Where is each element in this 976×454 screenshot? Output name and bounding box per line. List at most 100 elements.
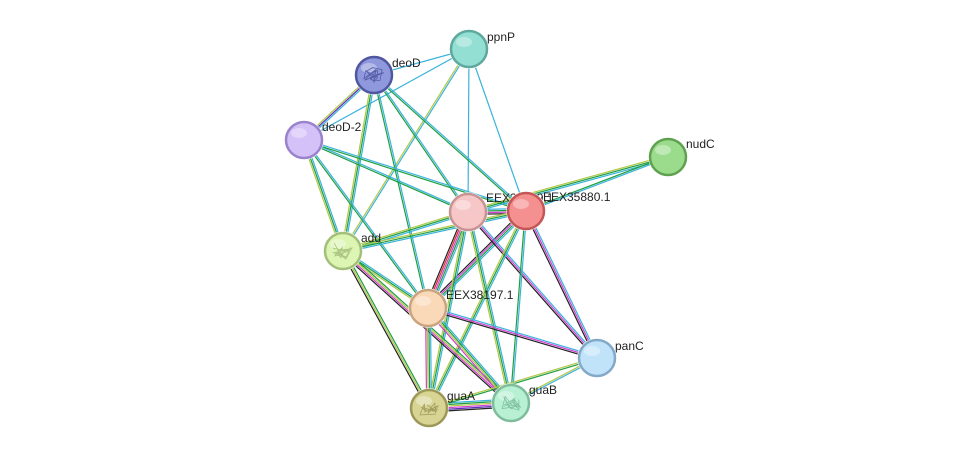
node-label: deoD-2: [322, 120, 362, 134]
edge-nudc-eex37769-1: [467, 154, 669, 215]
edge-eex35880-1-panc: [524, 210, 599, 359]
edge-eex37769-1-guab: [465, 211, 514, 404]
node-highlight: [415, 296, 431, 306]
protein-structure-icon: [363, 67, 385, 84]
edge-add-guaa: [341, 249, 431, 410]
edge-evidence-line: [303, 140, 468, 214]
edge-evidence-line: [428, 210, 527, 409]
edge-evidence-line: [468, 157, 669, 215]
edge-evidence-line: [428, 305, 598, 358]
edge-evidence-line: [426, 308, 511, 404]
edge-evidence-line: [466, 212, 597, 360]
edge-evidence-line: [526, 157, 669, 213]
edge-evidence-line: [374, 74, 430, 308]
node-deod-2[interactable]: deoD-2: [284, 120, 362, 160]
node-guaa[interactable]: guaA: [409, 388, 475, 428]
node-highlight: [416, 396, 432, 406]
protein-structure-path: [501, 395, 522, 411]
edge-evidence-line: [467, 156, 669, 213]
edge-evidence-line: [429, 212, 471, 409]
edge-nudc-eex35880-1: [525, 155, 669, 213]
node-highlight: [498, 391, 514, 401]
node-label: panC: [615, 339, 644, 353]
edge-evidence-line: [343, 211, 527, 254]
node-panc[interactable]: panC: [577, 338, 644, 378]
node-highlight: [584, 346, 600, 356]
edge-evidence-line: [342, 210, 527, 252]
edge-evidence-line: [468, 211, 514, 403]
edge-evidence-line: [428, 211, 469, 409]
node-circle[interactable]: [648, 137, 688, 177]
node-highlight: [330, 239, 346, 249]
edge-evidence-line: [373, 75, 526, 213]
node-eex38197-1[interactable]: EEX38197.1: [408, 288, 514, 328]
node-circle[interactable]: [449, 29, 489, 69]
node-label: ppnP: [487, 30, 515, 44]
edge-evidence-line: [467, 211, 598, 359]
node-highlight: [291, 128, 307, 138]
edge-ppnp-eex35880-1: [468, 48, 527, 212]
edge-evidence-line: [341, 251, 429, 410]
edge-evidence-line: [468, 210, 599, 358]
node-circle[interactable]: [448, 192, 488, 232]
node-highlight: [455, 200, 471, 210]
node-circle[interactable]: [506, 191, 546, 231]
node-label: deoD: [392, 56, 421, 70]
nodes-layer: ppnPdeoDdeoD-2nudCEEX37769.1EEX35880.1ad…: [284, 29, 715, 428]
node-label: nudC: [686, 137, 715, 151]
edge-evidence-line: [427, 307, 598, 359]
edge-eex35880-1-guaa: [427, 210, 528, 409]
node-add[interactable]: add: [323, 231, 381, 271]
edge-evidence-line: [465, 212, 511, 404]
protein-structure-icon: [331, 242, 353, 260]
edge-evidence-line: [525, 155, 668, 211]
protein-structure-path: [363, 67, 385, 84]
edge-deod-eex38197-1: [372, 74, 430, 309]
protein-structure-icon: [501, 395, 522, 411]
edge-evidence-line: [343, 249, 431, 408]
edge-evidence-line: [429, 211, 528, 409]
node-circle[interactable]: [577, 338, 617, 378]
node-highlight: [456, 37, 472, 47]
node-circle[interactable]: [409, 388, 449, 428]
edge-evidence-line: [302, 140, 428, 309]
node-guab[interactable]: guaB: [491, 383, 557, 423]
protein-structure-path: [419, 402, 439, 416]
edge-evidence-line: [372, 75, 428, 309]
edge-evidence-line: [429, 306, 514, 402]
edge-evidence-line: [509, 210, 526, 403]
edge-evidence-line: [342, 209, 468, 251]
edge-deod-2-eex35880-1: [303, 138, 527, 213]
edge-evidence-line: [374, 73, 527, 211]
edge-evidence-line: [372, 75, 468, 213]
edge-evidence-line: [303, 140, 526, 213]
edge-evidence-line: [425, 208, 525, 307]
edge-evidence-line: [525, 210, 598, 359]
node-eex35880-1[interactable]: EEX35880.1: [506, 190, 611, 231]
node-circle[interactable]: [408, 288, 448, 328]
node-label: EEX38197.1: [446, 288, 514, 302]
node-label: guaB: [529, 383, 557, 397]
node-highlight: [655, 145, 671, 155]
edge-evidence-line: [524, 211, 597, 359]
node-circle[interactable]: [284, 120, 324, 160]
node-highlight: [513, 199, 529, 209]
edge-deod-eex35880-1: [373, 73, 527, 213]
node-ppnp[interactable]: ppnP: [449, 29, 515, 69]
edge-evidence-line: [526, 210, 599, 358]
node-deod[interactable]: deoD: [354, 55, 421, 95]
edge-eex35880-1-guab: [509, 210, 528, 404]
node-highlight: [361, 63, 377, 73]
edge-evidence-line: [304, 139, 430, 308]
edge-evidence-line: [511, 211, 528, 404]
edge-evidence-line: [343, 49, 471, 252]
node-label: EEX35880.1: [543, 190, 611, 204]
protein-structure-path: [331, 242, 353, 260]
edge-ppnp-eex37769-1: [467, 48, 470, 213]
edge-deod-2-eex38197-1: [302, 139, 430, 309]
edge-evidence-line: [427, 308, 597, 361]
node-nudc[interactable]: nudC: [648, 137, 715, 177]
edge-evidence-line: [467, 211, 512, 404]
edge-evidence-line: [304, 138, 469, 212]
